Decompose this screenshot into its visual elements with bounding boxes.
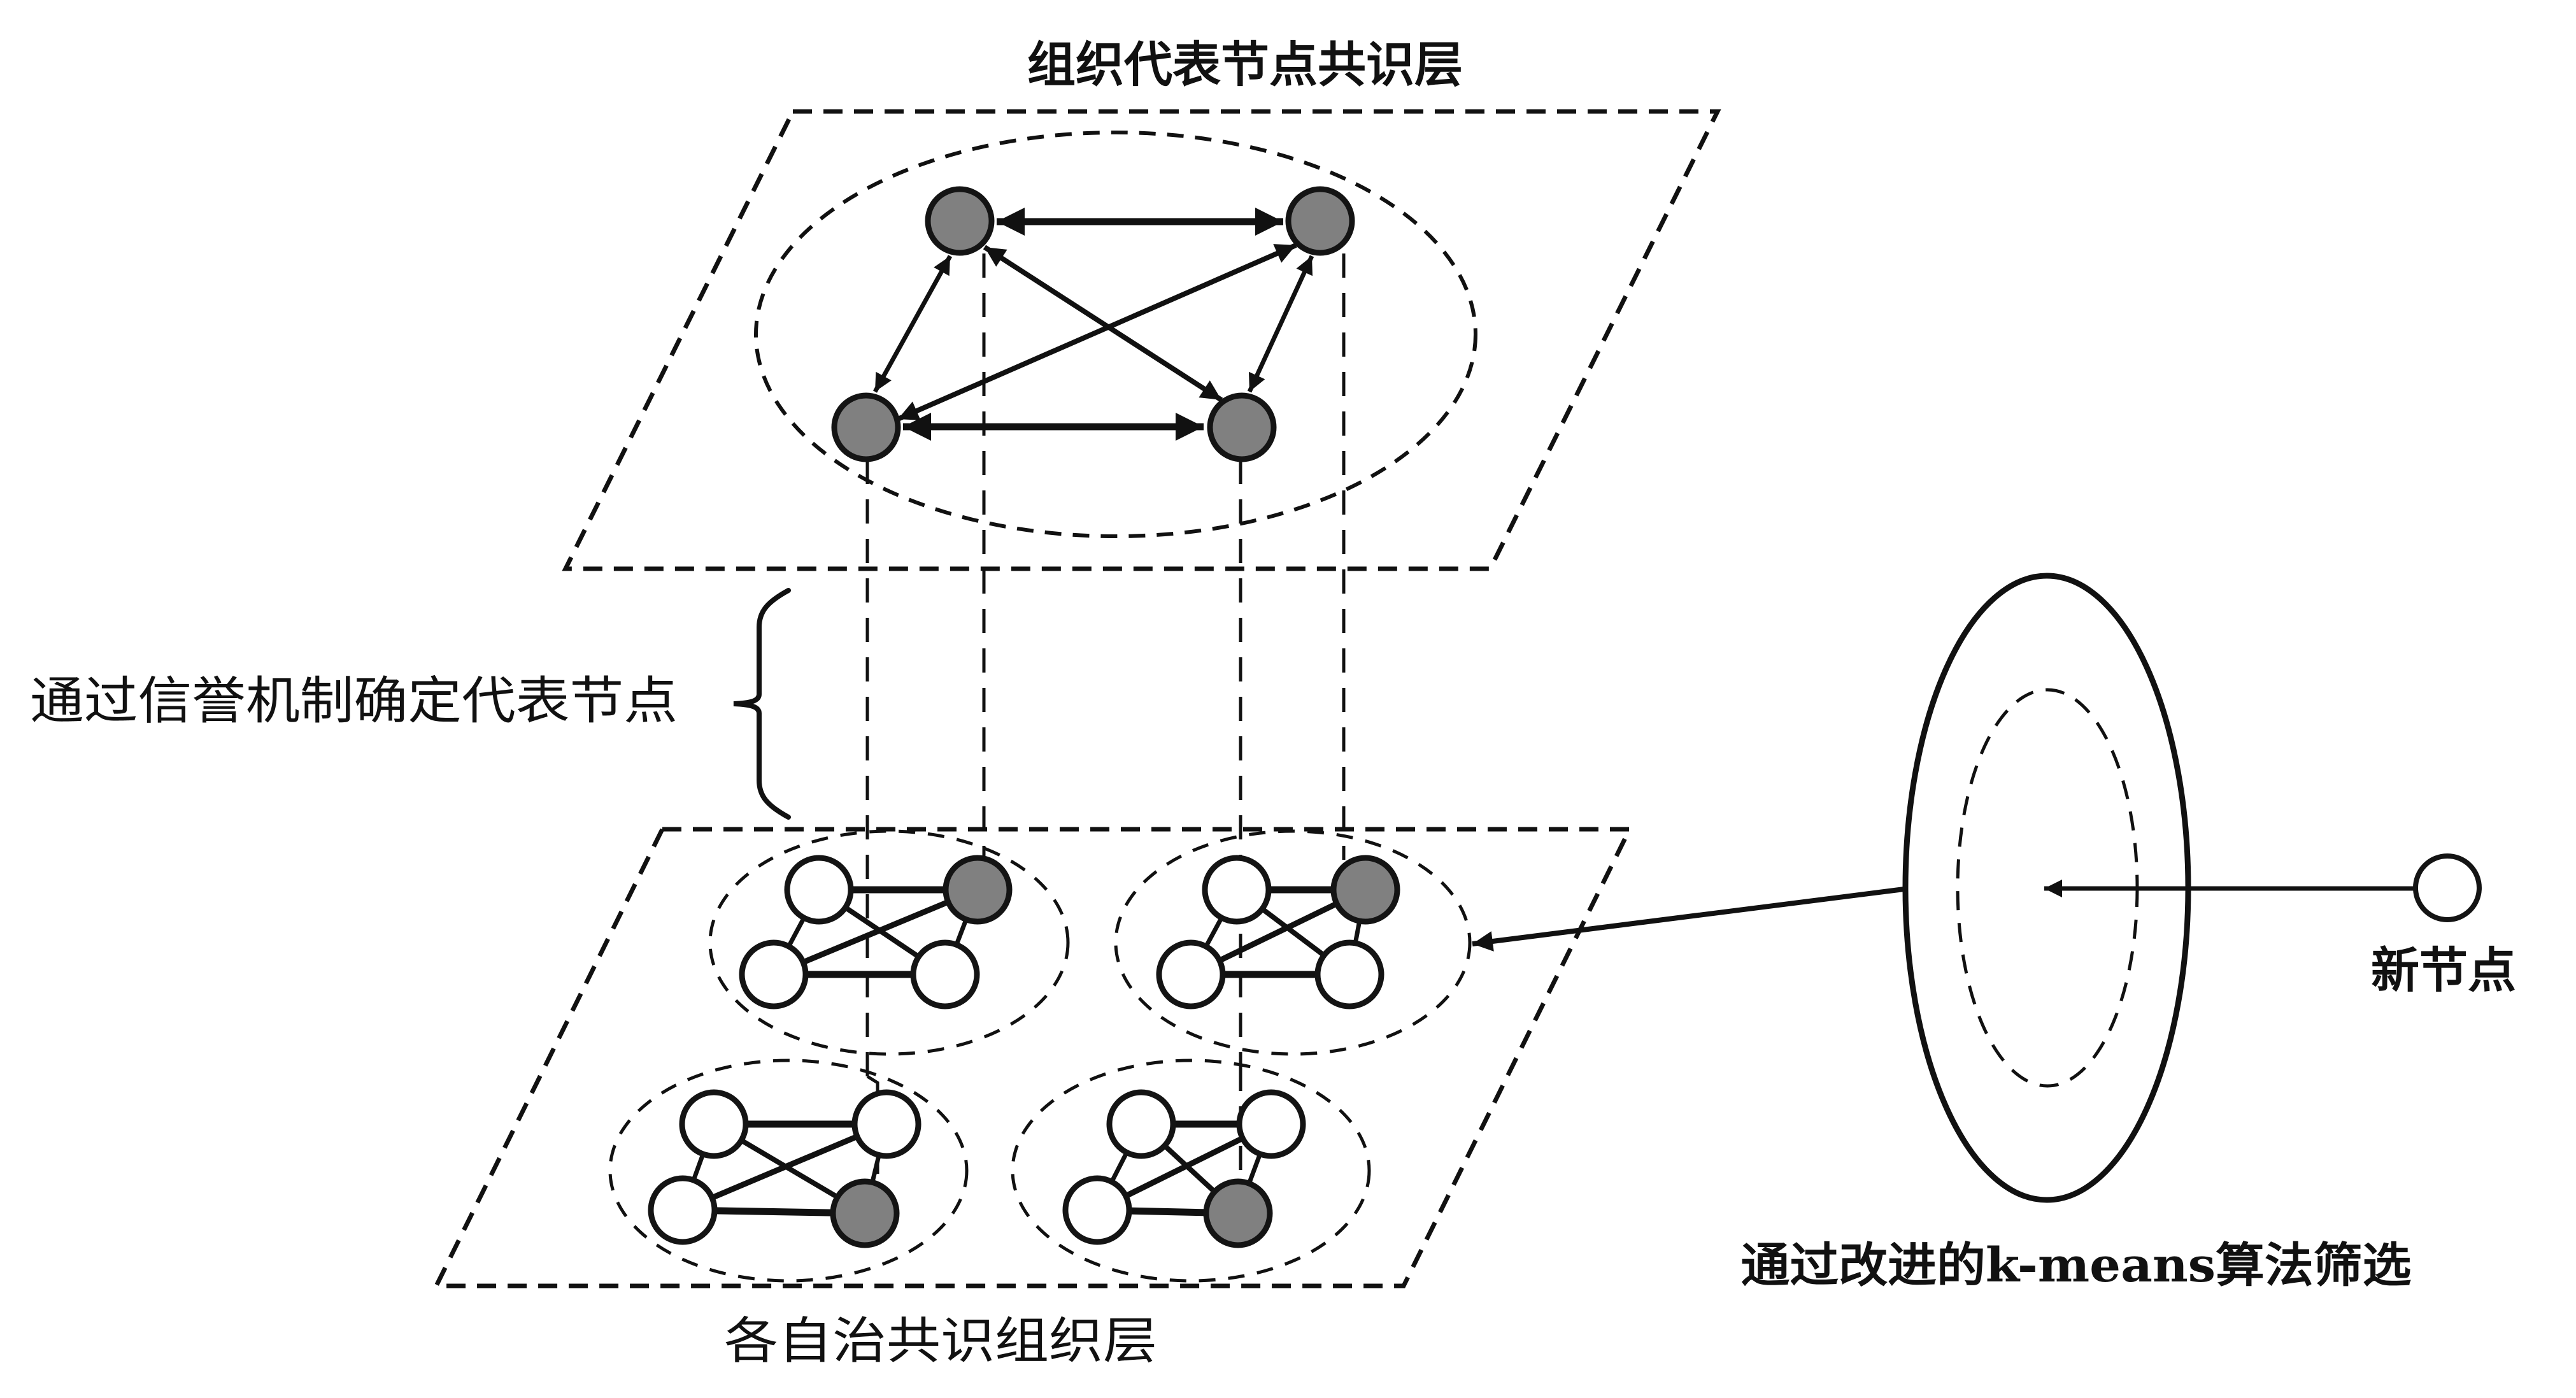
cluster-node xyxy=(910,939,980,1009)
link-arrow xyxy=(983,245,1223,403)
cluster-node xyxy=(739,939,809,1009)
link-arrow xyxy=(1247,255,1314,393)
assign-arrow xyxy=(1472,887,1905,952)
representative-nodes xyxy=(831,186,1355,462)
representative-group-boundary xyxy=(754,131,1477,538)
reputation-mechanism-label: 通过信誉机制确定代表节点 xyxy=(30,671,678,731)
cluster-node xyxy=(679,1089,749,1159)
cluster-representative-node xyxy=(1330,855,1400,925)
new-node-label: 新节点 xyxy=(2371,942,2516,999)
cluster-node xyxy=(784,855,854,925)
top-layer-plane xyxy=(562,109,1721,571)
representative-node xyxy=(1285,186,1355,256)
autonomous-clusters xyxy=(608,829,1472,1283)
cluster-3 xyxy=(608,1059,969,1283)
cluster-representative-node xyxy=(830,1178,900,1248)
cluster-node xyxy=(1062,1175,1132,1245)
bottom-layer-plane xyxy=(432,827,1633,1288)
projection-lines xyxy=(865,253,1346,1181)
kmeans-label: 通过改进的k-means算法筛选 xyxy=(1741,1238,2412,1293)
cluster-boundary xyxy=(608,1059,969,1283)
cluster-link xyxy=(681,1121,888,1213)
link-arrow xyxy=(872,255,953,393)
top-layer-title: 组织代表节点共识层 xyxy=(1027,36,1463,93)
cluster-node xyxy=(1106,1089,1176,1159)
cluster-node xyxy=(1236,1089,1306,1159)
cluster-boundary xyxy=(1114,829,1472,1056)
brace-icon xyxy=(733,588,791,820)
cluster-1 xyxy=(708,829,1070,1056)
cluster-4 xyxy=(1011,1059,1371,1283)
cluster-boundary xyxy=(708,829,1070,1056)
new-node xyxy=(2413,853,2482,922)
cluster-representative-node xyxy=(1203,1178,1273,1248)
cluster-representative-node xyxy=(943,855,1013,925)
link-arrow xyxy=(897,243,1297,422)
cluster-node xyxy=(851,1089,922,1159)
representative-node xyxy=(831,392,901,462)
cluster-node xyxy=(1314,939,1384,1009)
bottom-layer-title: 各自治共识组织层 xyxy=(724,1313,1157,1370)
representative-links xyxy=(872,208,1314,441)
cluster-2 xyxy=(1114,829,1472,1056)
cluster-link xyxy=(772,887,979,978)
representative-node xyxy=(925,186,995,256)
cluster-node xyxy=(1156,939,1226,1009)
cluster-node xyxy=(1202,855,1272,925)
representative-node xyxy=(1207,392,1277,462)
cluster-node xyxy=(648,1175,718,1245)
projection-line xyxy=(866,1074,879,1181)
cluster-boundary xyxy=(1011,1059,1371,1283)
